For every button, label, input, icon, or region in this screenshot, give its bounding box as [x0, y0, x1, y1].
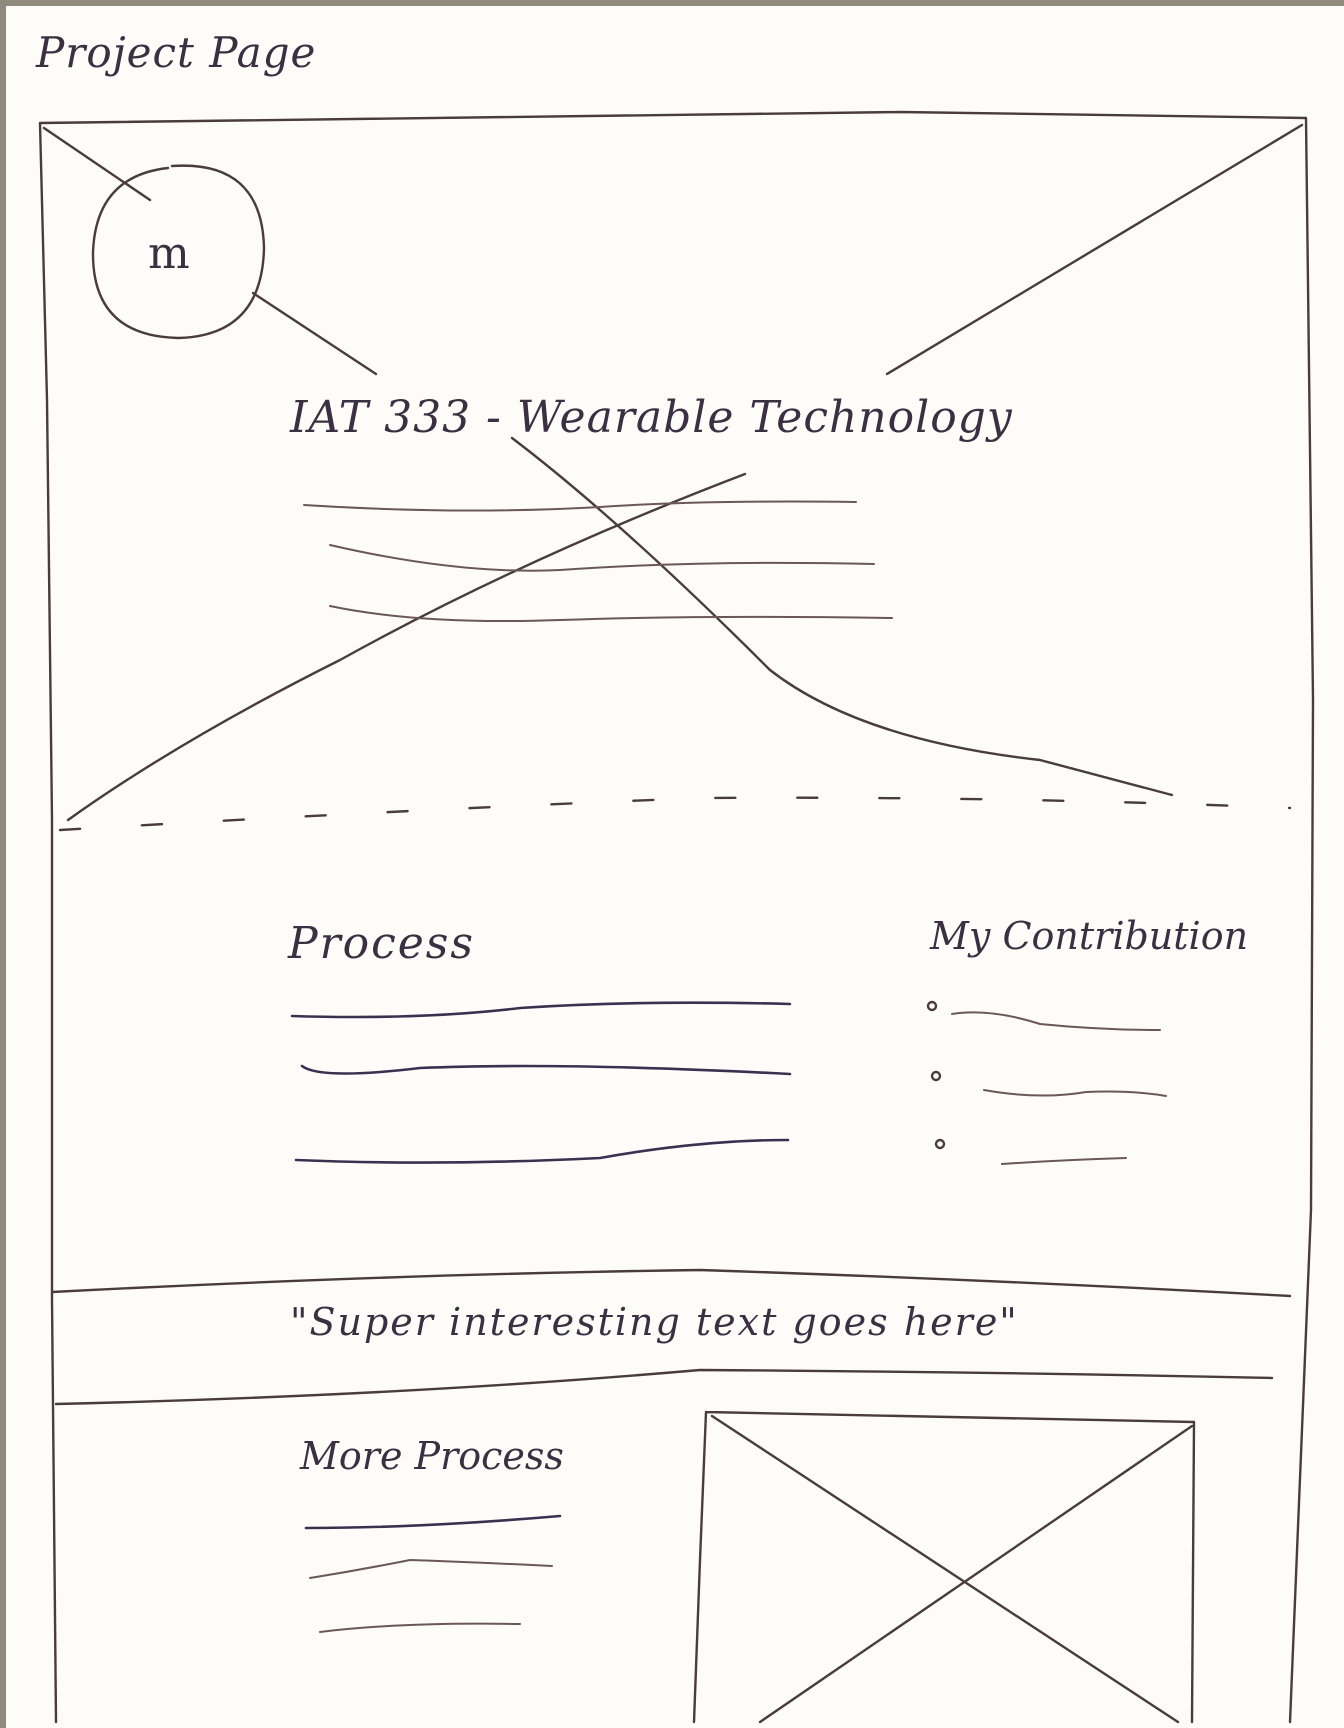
process-heading: Process: [288, 918, 475, 969]
more-process-heading: More Process: [300, 1434, 564, 1478]
more-process-text-line: [309, 1559, 553, 1579]
hero-title: IAT 333 - Wearable Technology: [290, 392, 1013, 443]
contribution-text-line: [1001, 1157, 1127, 1165]
page-frame: [38, 110, 1315, 1724]
more-process-image-frame: [692, 1410, 1196, 1724]
hero-cross-line: [66, 472, 747, 822]
hero-section-divider: [58, 796, 1292, 832]
quote-text: "Super interesting text goes here": [290, 1300, 1019, 1344]
hero-cross-line: [885, 123, 1304, 376]
hero-text-line: [329, 605, 893, 623]
page-label: Project Page: [36, 28, 317, 77]
process-text-line: [300, 1064, 792, 1076]
contribution-bullet: [934, 1138, 946, 1150]
sketch-paper: [6, 6, 1344, 1728]
logo-letter[interactable]: m: [148, 228, 190, 279]
hero-text-line: [303, 500, 857, 512]
hero-cross-line: [510, 436, 1174, 797]
process-text-line: [290, 1001, 792, 1019]
hero-cross-line: [42, 126, 152, 202]
contribution-bullet: [930, 1070, 942, 1082]
contribution-bullet: [926, 1000, 938, 1012]
quote-band-top-border: [50, 1268, 1292, 1298]
process-text-line: [294, 1138, 790, 1164]
more-process-image-cross-line: [710, 1414, 1180, 1724]
contribution-heading: My Contribution: [930, 914, 1249, 958]
hero-cross-line: [251, 291, 378, 376]
contribution-text-line: [951, 1011, 1161, 1031]
more-process-image-cross-line: [758, 1424, 1194, 1724]
quote-band-bottom-border: [54, 1368, 1274, 1406]
more-process-text-line: [304, 1514, 562, 1530]
hero-text-line: [329, 544, 875, 572]
more-process-text-line: [319, 1622, 521, 1633]
contribution-text-line: [983, 1089, 1167, 1097]
logo-circle: [91, 164, 266, 340]
